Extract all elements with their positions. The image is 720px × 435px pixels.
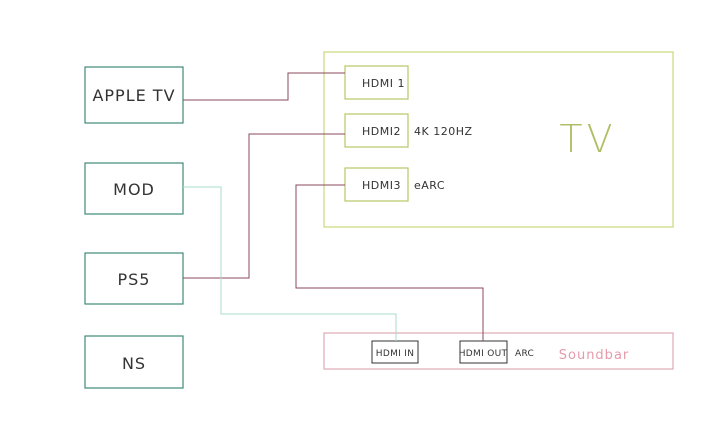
hdmi1-label: HDMI 1 (362, 77, 405, 90)
soundbar-title: Soundbar (559, 348, 630, 363)
cable-appletv-to-hdmi1 (183, 72, 345, 101)
hdmi2-label: HDMI2 (362, 125, 401, 138)
apple-tv-label: APPLE TV (92, 86, 175, 105)
soundbar-hdmi-out-label: HDMI OUT (459, 349, 508, 359)
hdmi2-port (344, 113, 409, 148)
soundbar-box (323, 332, 674, 370)
mod-box (84, 162, 184, 215)
apple-tv-box (84, 66, 184, 124)
mod-label: MOD (113, 180, 155, 199)
soundbar-hdmi-in-label: HDMI IN (376, 349, 414, 359)
cable-ps5-to-hdmi2 (183, 133, 345, 279)
hdmi1-port (344, 65, 409, 100)
ns-label: NS (122, 354, 146, 373)
ns-box (84, 335, 184, 389)
hdmi3-label: HDMI3 (362, 179, 401, 192)
hdmi3-note: eARC (414, 179, 445, 192)
ps5-label: PS5 (118, 270, 151, 289)
tv-title: TV (559, 117, 616, 161)
cable-mod-to-soundbar-in (183, 186, 397, 341)
tv-box (323, 51, 674, 228)
cable-hdmi3-to-soundbar-out (295, 184, 484, 341)
soundbar-arc-label: ARC (515, 349, 534, 359)
soundbar-hdmi-in-port (371, 340, 419, 364)
hdmi2-note: 4K 120HZ (414, 125, 473, 138)
